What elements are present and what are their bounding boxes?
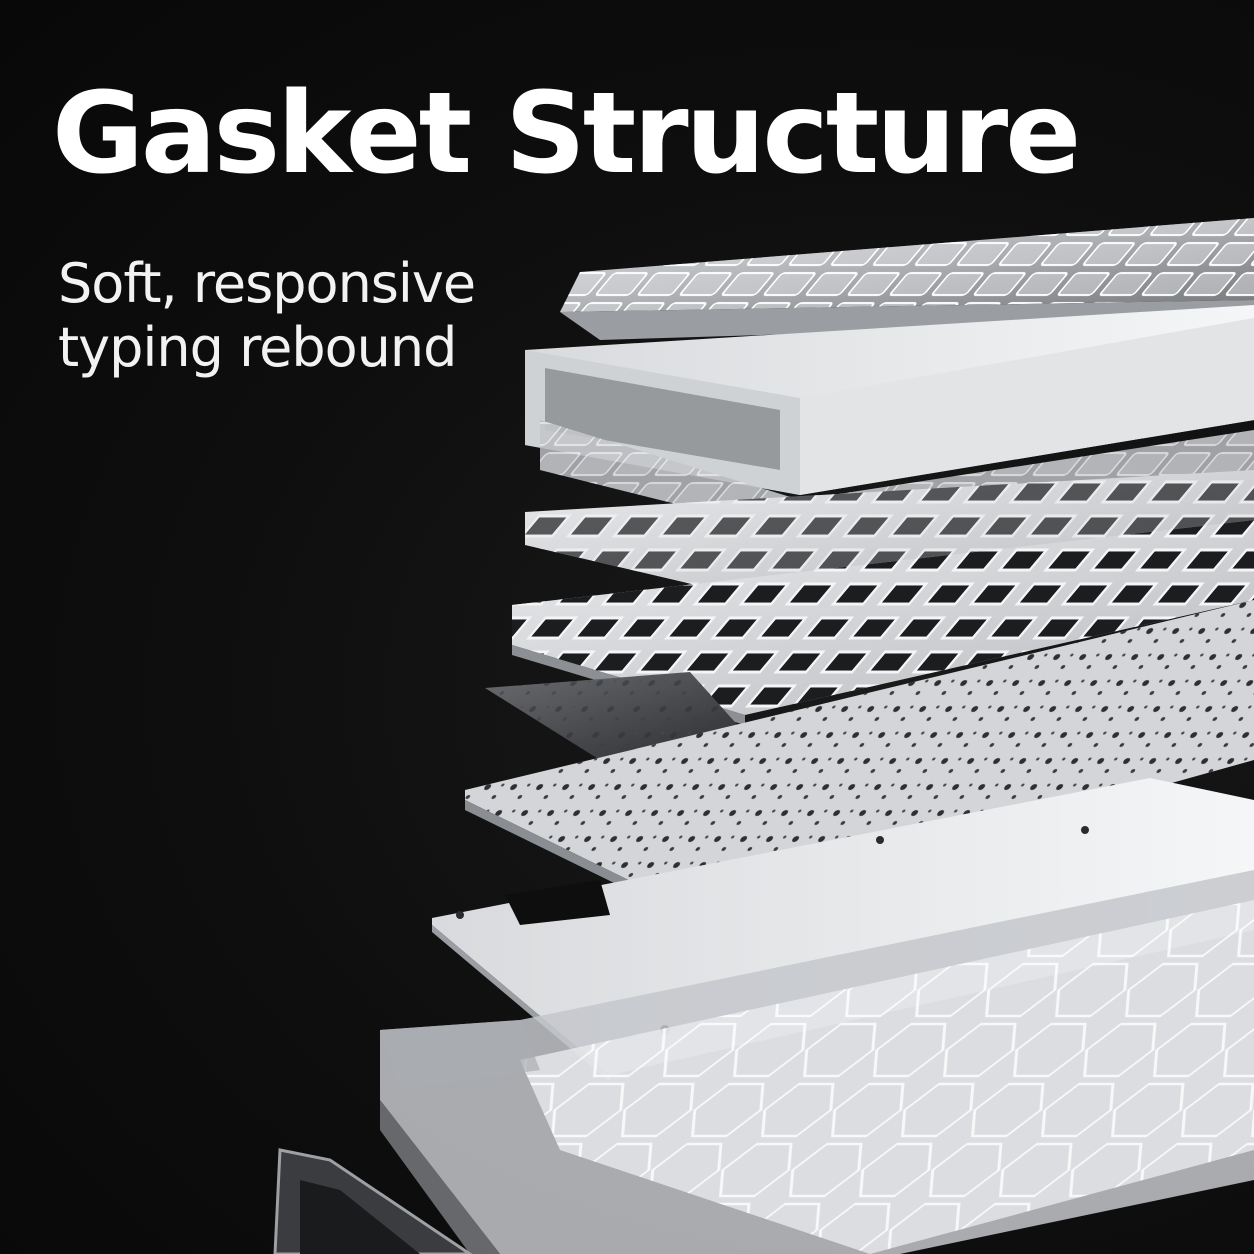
keycaps-layer [560,218,1254,340]
subheadline-line-2: typing rebound [58,316,457,379]
subheadline: Soft, responsive typing rebound [58,252,476,380]
bottom-case-layer [380,870,1254,1254]
switch-plate-layer [525,470,1254,600]
top-case-layer [525,305,1254,495]
headline: Gasket Structure [52,69,1081,199]
kickstand-feet-layer [273,1148,473,1254]
subheadline-line-1: Soft, responsive [58,252,476,315]
